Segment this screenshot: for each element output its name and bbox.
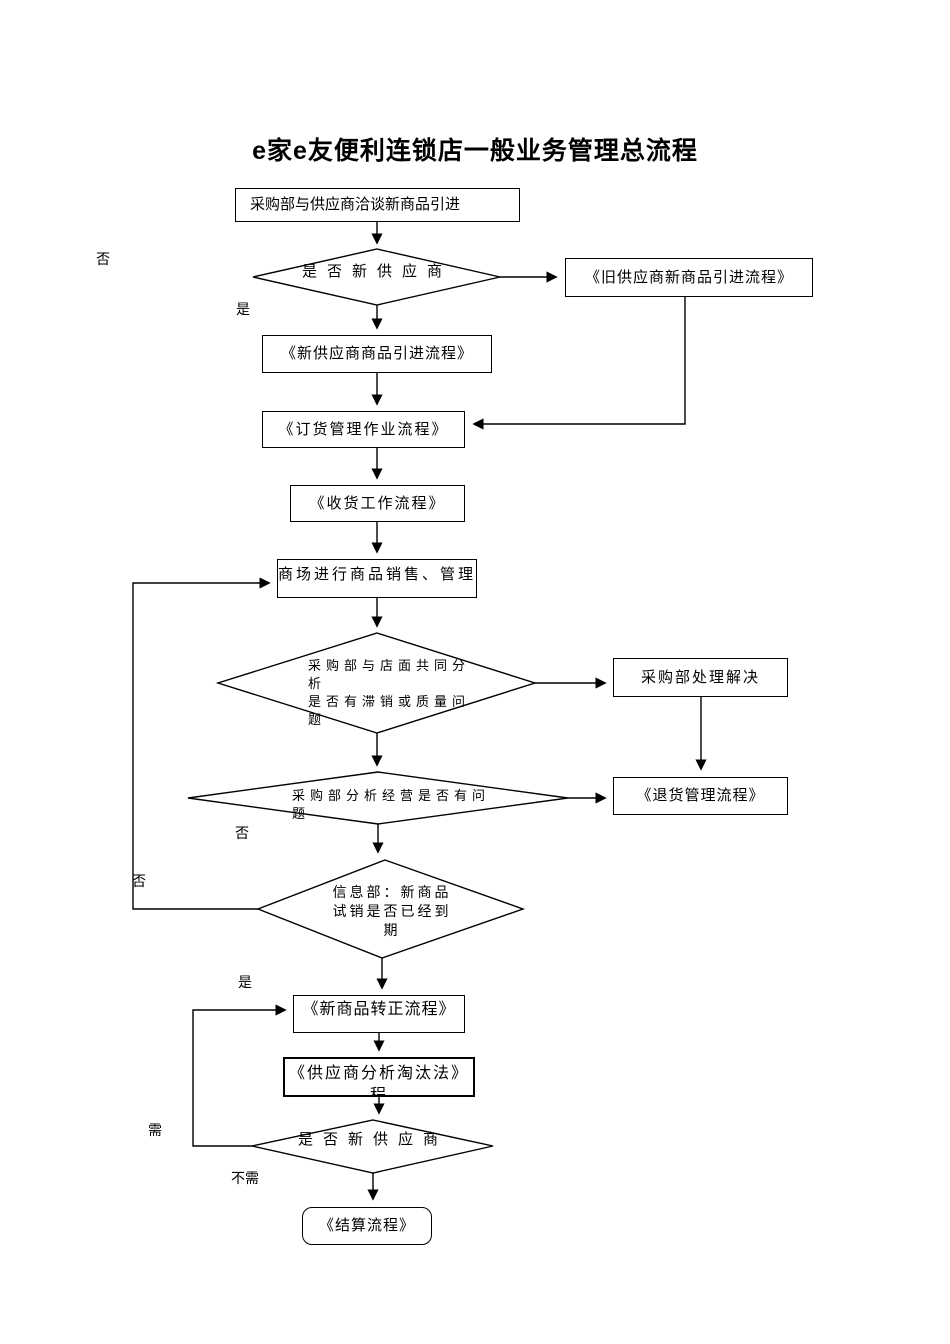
label-no-need: 不需 xyxy=(231,1172,259,1187)
process-talk-new-goods: 采购部与供应商洽谈新商品引进 xyxy=(235,188,520,222)
arrow-old-supplier-to-order xyxy=(472,297,686,430)
terminator-settle-flow: 《结算流程》 xyxy=(302,1207,432,1245)
process-regular-flow: 《新商品转正流程》 xyxy=(293,995,465,1033)
process-order-flow: 《订货管理作业流程》 xyxy=(262,411,465,448)
decision-analysis-shape xyxy=(215,632,538,734)
decision-new-supplier-bottom-shape xyxy=(251,1119,494,1174)
arrow-decision4-need-feedback-to-regular xyxy=(192,1004,287,1147)
decision-analysis-text: 采购部与店面共同分析 是否有滞销或质量问题 xyxy=(308,657,474,729)
label-need: 需 xyxy=(148,1124,162,1139)
decision-new-supplier-top-text: 是否新供应商 xyxy=(301,264,452,280)
flowchart-title: e家e友便利连锁店一般业务管理总流程 xyxy=(252,137,698,165)
label-yes-top: 是 xyxy=(236,303,250,318)
decision-new-supplier-bottom-text: 是否新供应商 xyxy=(297,1132,448,1148)
decision-trial-text: 信息部：新商品试销是否已经到期 xyxy=(332,886,452,939)
process-return-flow: 《退货管理流程》 xyxy=(613,777,788,815)
label-no-operation: 否 xyxy=(235,827,249,842)
decision-analysis-line1: 采购部与店面共同分析 xyxy=(308,658,471,691)
process-receive-flow: 《收货工作流程》 xyxy=(290,485,465,522)
label-no-trial: 否 xyxy=(132,875,146,890)
decision-operation-text: 采购部分析经营是否有问题 xyxy=(292,788,491,821)
arrow-trial-no-feedback-to-sale xyxy=(132,577,271,910)
process-purchase-handle: 采购部处理解决 xyxy=(613,658,788,697)
process-eliminate-flow: 《供应商分析淘汰法》程 xyxy=(283,1057,475,1097)
process-old-supplier-flow: 《旧供应商新商品引进流程》 xyxy=(565,258,813,297)
decision-new-supplier-top-shape xyxy=(252,248,501,306)
decision-trial-shape xyxy=(256,859,526,959)
label-yes-trial: 是 xyxy=(238,976,252,991)
process-store-sale: 商场进行商品销售、管理 xyxy=(277,559,477,598)
process-new-supplier-flow: 《新供应商商品引进流程》 xyxy=(262,335,492,373)
decision-operation-shape xyxy=(187,771,569,825)
decision-analysis-line2: 是否有滞销或质量问题 xyxy=(308,694,471,727)
label-no-top: 否 xyxy=(96,253,110,268)
